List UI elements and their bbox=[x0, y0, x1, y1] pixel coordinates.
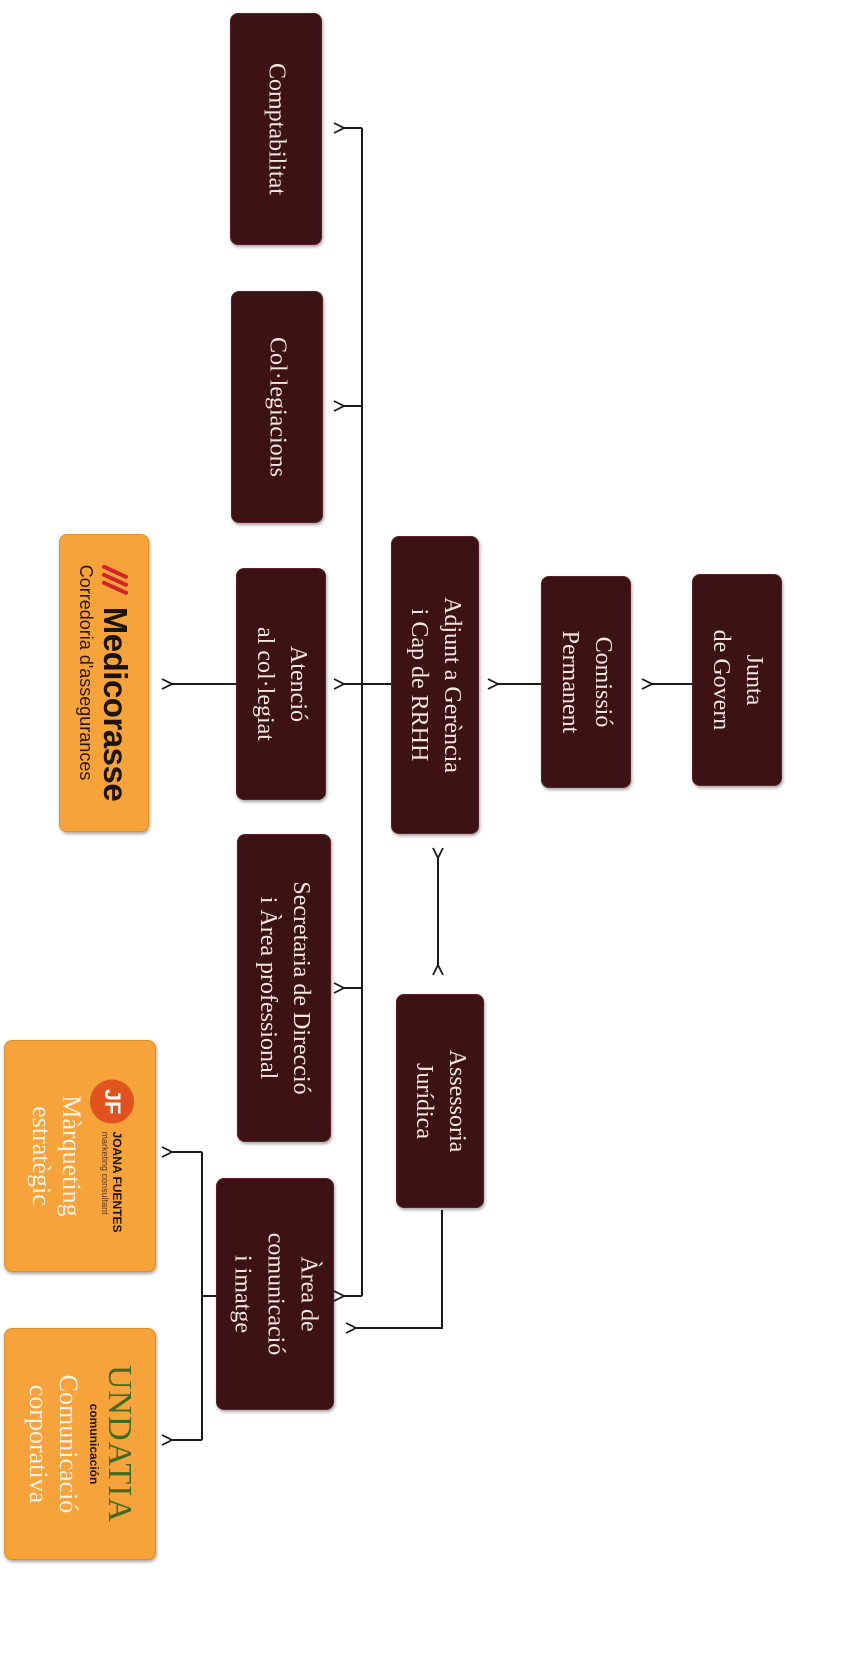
node-label: Col·legiacions bbox=[264, 337, 291, 477]
node-atencio-collegiat: Atenció al col·legiat bbox=[236, 568, 326, 800]
node-area-comunicacio: Àrea de comunicació i imatge bbox=[216, 1178, 334, 1410]
node-label: Àrea de comunicació i imatge bbox=[229, 1232, 322, 1356]
partner-label: UNDATIA comunicación Comunicació corpora… bbox=[23, 1364, 138, 1524]
joana-fuentes-tagline: marketing consultant bbox=[100, 1131, 111, 1215]
node-comptabilitat: Comptabilitat bbox=[230, 13, 322, 245]
node-junta-de-govern: Junta de Govern bbox=[692, 574, 782, 786]
node-comissio-permanent: Comissió Permanent bbox=[541, 576, 631, 788]
node-label: Comptabilitat bbox=[263, 63, 290, 195]
joana-fuentes-name: JOANA FUENTES bbox=[110, 1131, 125, 1233]
node-label: Atenció al col·legiat bbox=[252, 627, 311, 741]
joana-fuentes-service-line-1: Màrqueting bbox=[57, 1095, 86, 1217]
undatia-subname: comunicación bbox=[87, 1403, 101, 1485]
joana-fuentes-logo-icon: JF bbox=[90, 1079, 134, 1124]
node-label: Adjunt a Gerència i Cap de RRHH bbox=[406, 597, 465, 773]
joana-fuentes-service-line-2: estratègic bbox=[27, 1106, 56, 1206]
undatia-service-line-2: corporativa bbox=[24, 1384, 53, 1504]
partner-label: Medicorasse Corredoria d'assegurances bbox=[75, 564, 134, 802]
medicorasse-name: Medicorasse bbox=[97, 606, 134, 802]
node-adjunt-gerencia: Adjunt a Gerència i Cap de RRHH bbox=[391, 536, 479, 834]
medicorasse-logo-icon bbox=[102, 564, 128, 595]
medicorasse-subtitle: Corredoria d'assegurances bbox=[76, 564, 96, 781]
partner-label: JF JOANA FUENTES marketing consultant Mà… bbox=[26, 1079, 134, 1233]
node-label: Comissió Permanent bbox=[557, 630, 616, 734]
undatia-name: UNDATIA bbox=[101, 1364, 138, 1524]
partner-undatia: UNDATIA comunicación Comunicació corpora… bbox=[4, 1328, 156, 1560]
node-label: Junta de Govern bbox=[708, 629, 767, 731]
node-assessoria-juridica: Assessoria Jurídica bbox=[396, 994, 484, 1208]
partner-joana-fuentes: JF JOANA FUENTES marketing consultant Mà… bbox=[4, 1040, 156, 1272]
connector-assessoria-comunicacio bbox=[356, 1210, 443, 1328]
node-label: Assessoria Jurídica bbox=[411, 1049, 470, 1153]
partner-medicorasse: Medicorasse Corredoria d'assegurances bbox=[59, 534, 149, 832]
node-collegiacions: Col·legiacions bbox=[231, 291, 323, 523]
node-secretaria-direccio: Secretaria de Direcció i Àrea profession… bbox=[237, 834, 331, 1142]
undatia-service-line-1: Comunicació bbox=[54, 1374, 83, 1514]
node-label: Secretaria de Direcció i Àrea profession… bbox=[255, 881, 314, 1095]
